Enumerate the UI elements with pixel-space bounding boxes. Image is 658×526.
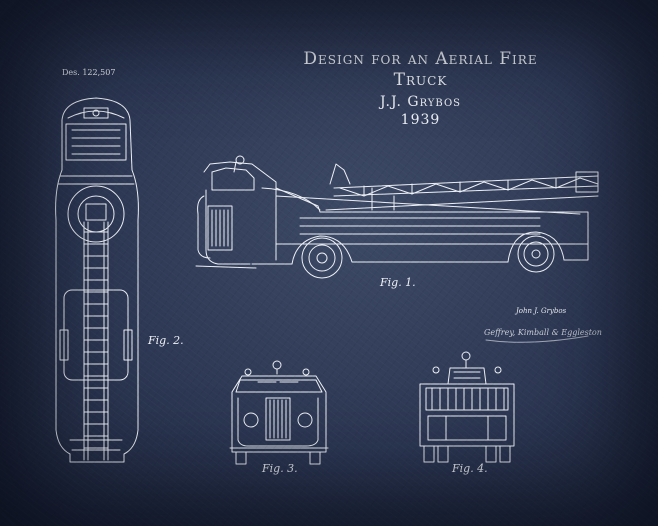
aerial-ladder-truss [340, 178, 598, 196]
inventor-signature: John J. Grybos [516, 307, 567, 315]
fig4-rear-view-drawing [420, 352, 514, 462]
inventor-name: J.J. Grybos [380, 94, 461, 110]
fig1-label: Fig. 1. [380, 276, 416, 289]
title-line-1: Design for an Aerial Fire [303, 49, 538, 69]
fig3-label: Fig. 3. [262, 462, 298, 475]
fig2-label: Fig. 2. [148, 334, 184, 347]
patent-number: Des. 122,507 [62, 68, 116, 77]
signature-underline [486, 336, 588, 342]
rear-wheel [518, 236, 554, 272]
fig2-top-view-drawing [56, 98, 139, 462]
patent-year: 1939 [400, 112, 441, 128]
front-wheel [302, 238, 342, 278]
fig4-label: Fig. 4. [452, 462, 488, 475]
fig1-side-view-drawing [196, 156, 598, 278]
ladder-rungs [84, 232, 108, 448]
attorney-signature: Geffrey, Kimball & Eggleston [484, 328, 602, 337]
title-line-2: Truck [393, 70, 448, 90]
fig3-front-view-drawing [230, 361, 328, 464]
